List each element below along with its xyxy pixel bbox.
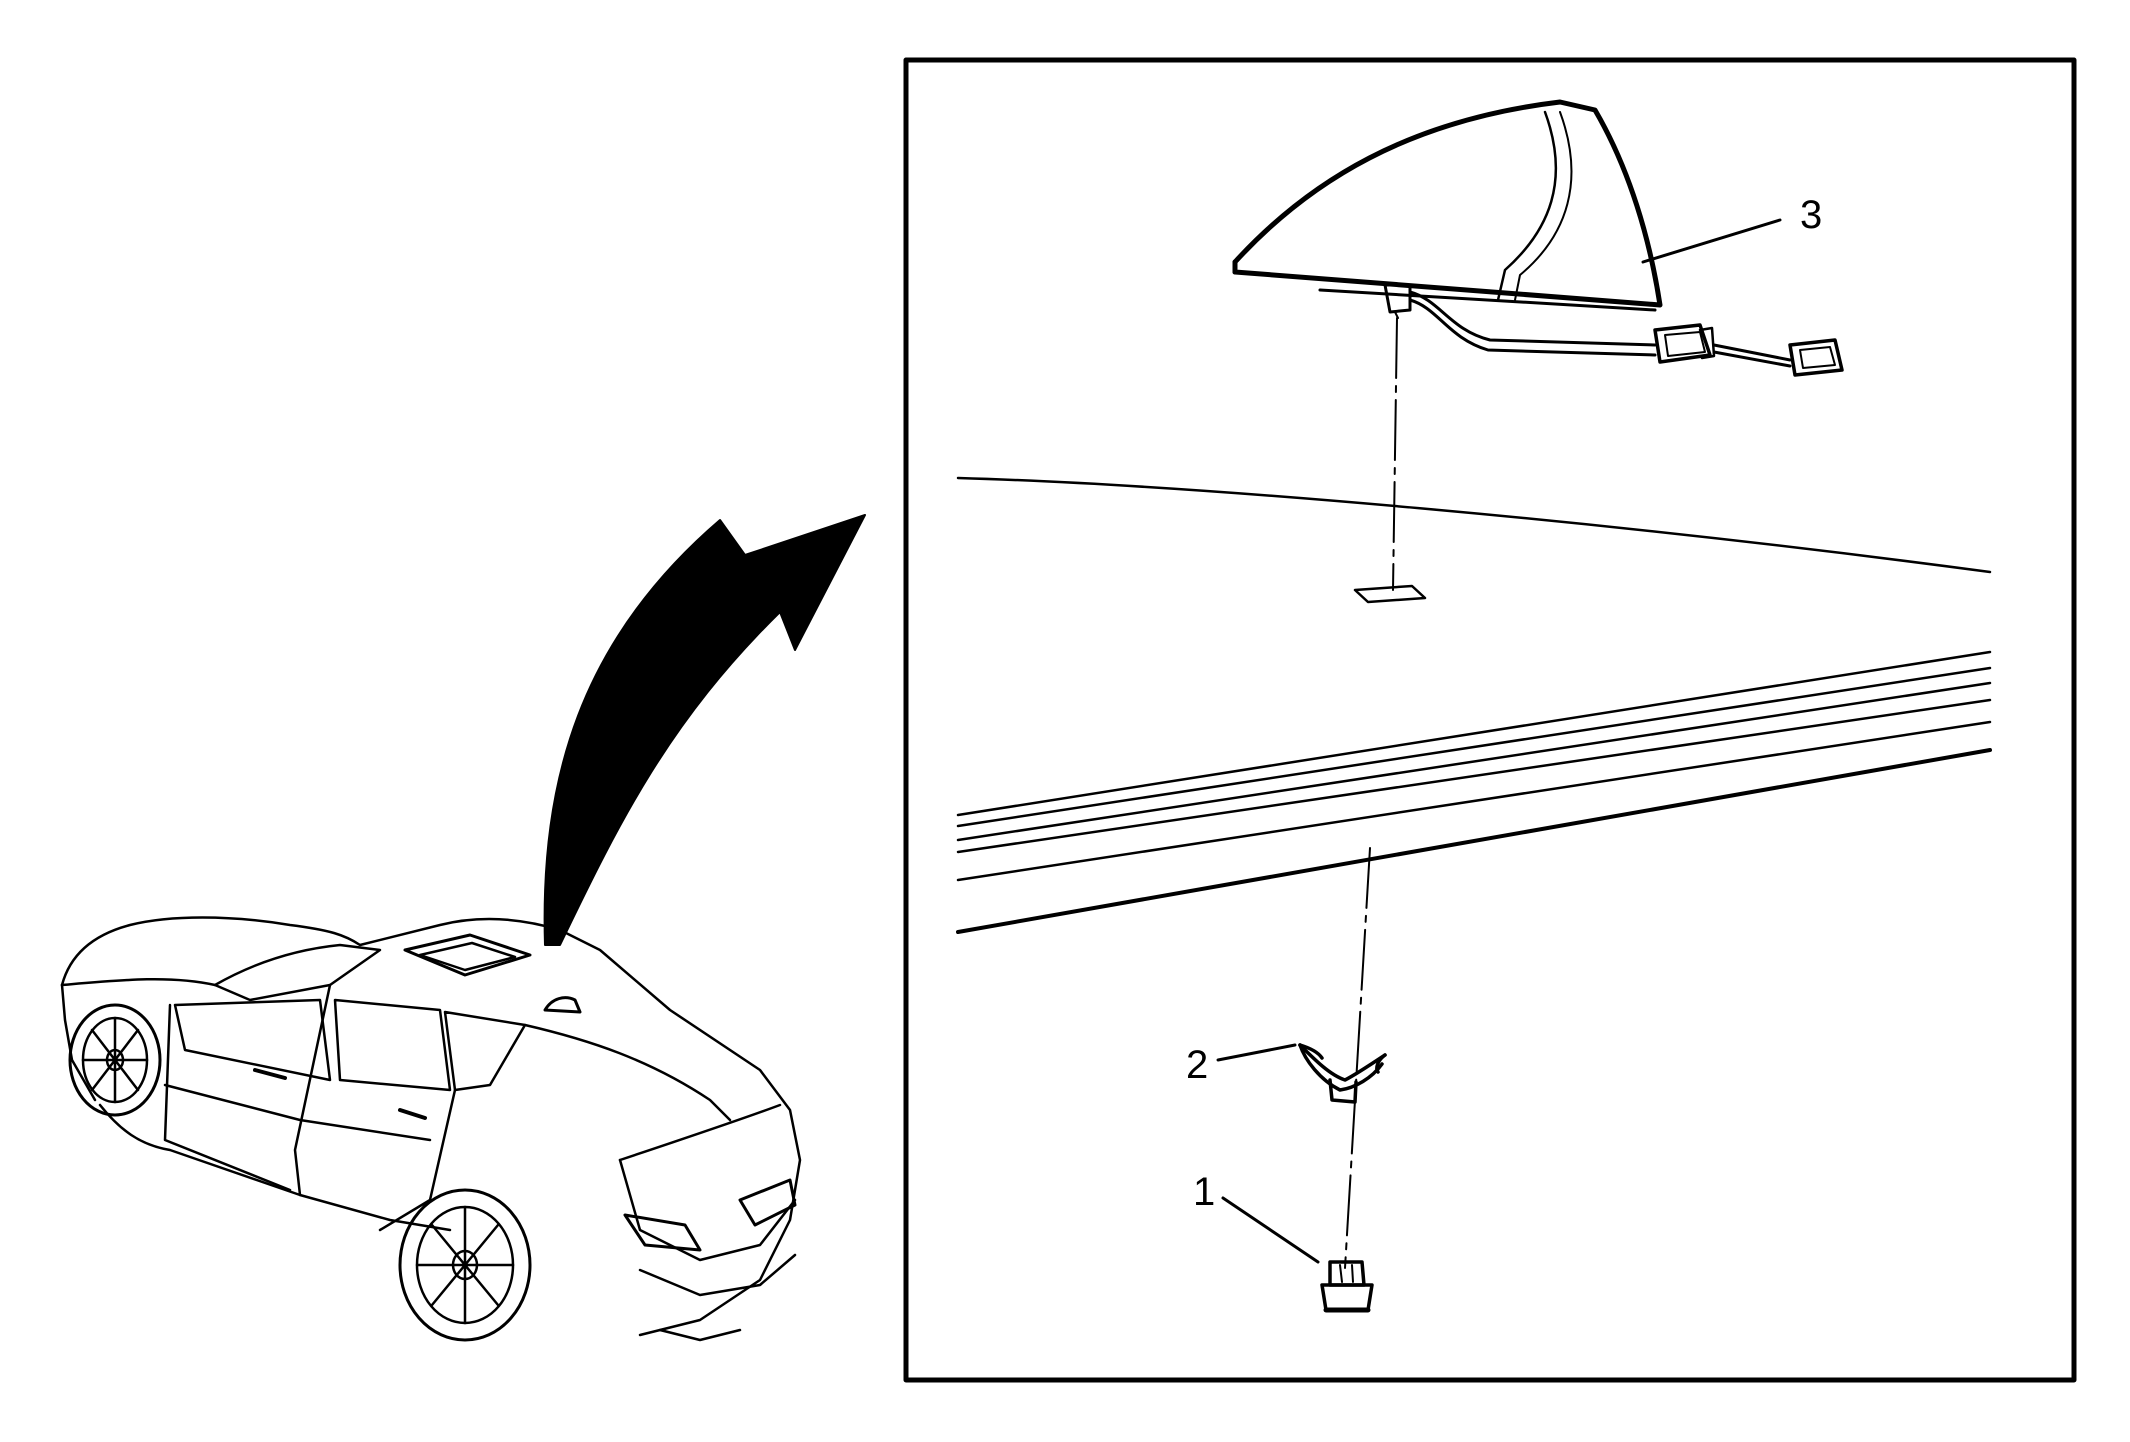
alignment-line-upper bbox=[1392, 317, 1398, 591]
retainer-clip bbox=[1298, 1043, 1387, 1104]
callout-3: 3 bbox=[1800, 193, 1822, 237]
callout-2: 2 bbox=[1186, 1043, 1208, 1087]
callout-leaders bbox=[1216, 218, 1782, 1264]
roof-rail-molding bbox=[956, 650, 1992, 934]
alignment-line-lower bbox=[1344, 847, 1371, 1269]
vehicle-overview bbox=[60, 916, 802, 1342]
detail-view-frame bbox=[903, 57, 2077, 1383]
callout-1: 1 bbox=[1193, 1170, 1215, 1214]
shark-fin-antenna bbox=[1232, 99, 1844, 377]
roof-panel-edge bbox=[956, 476, 1992, 574]
mounting-hole bbox=[1353, 584, 1427, 604]
push-pin-fastener bbox=[1320, 1260, 1374, 1313]
curved-arrow-icon bbox=[543, 514, 866, 946]
